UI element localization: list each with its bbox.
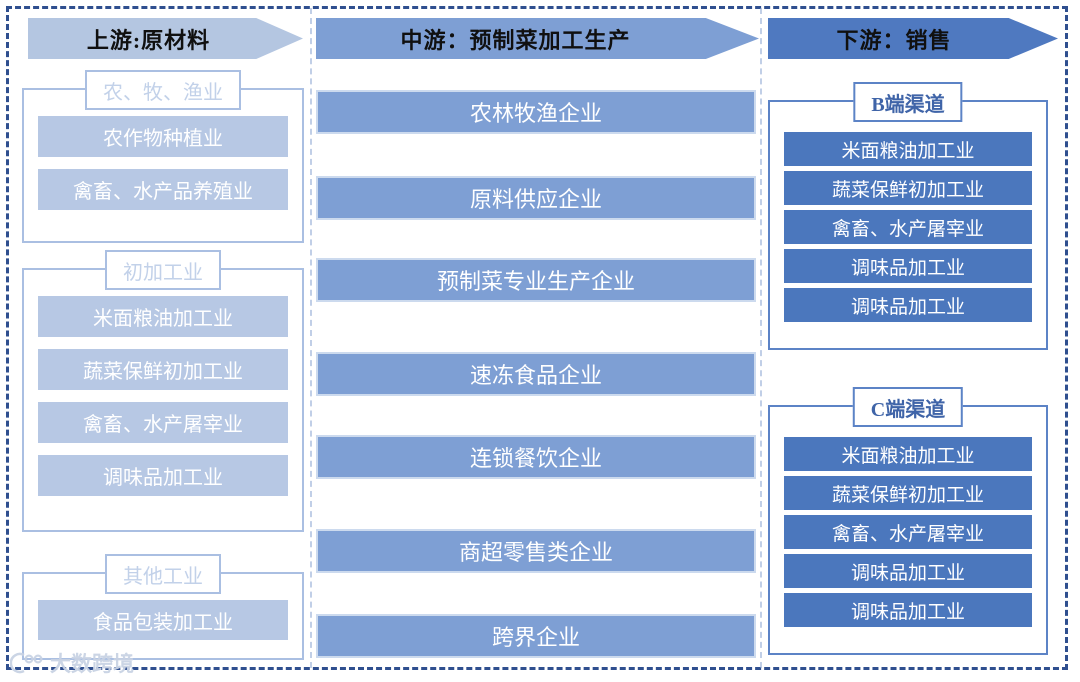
- group-c-channel: C端渠道 米面粮油加工业 蔬菜保鲜初加工业 禽畜、水产屠宰业 调味品加工业 调味…: [768, 387, 1048, 655]
- downstream-item[interactable]: 调味品加工业: [784, 288, 1032, 322]
- downstream-item[interactable]: 调味品加工业: [784, 249, 1032, 283]
- downstream-item[interactable]: 调味品加工业: [784, 554, 1032, 588]
- downstream-item[interactable]: 米面粮油加工业: [784, 437, 1032, 471]
- downstream-item[interactable]: 调味品加工业: [784, 593, 1032, 627]
- upstream-item[interactable]: 蔬菜保鲜初加工业: [38, 349, 288, 390]
- header-upstream: 上游:原材料: [28, 18, 303, 59]
- upstream-item[interactable]: 调味品加工业: [38, 455, 288, 496]
- midstream-item[interactable]: 预制菜专业生产企业: [316, 258, 756, 302]
- group-b-channel: B端渠道 米面粮油加工业 蔬菜保鲜初加工业 禽畜、水产屠宰业 调味品加工业 调味…: [768, 82, 1048, 350]
- midstream-item[interactable]: 原料供应企业: [316, 176, 756, 220]
- upstream-item[interactable]: 农作物种植业: [38, 116, 288, 157]
- header-downstream-label: 下游：销售: [836, 27, 952, 53]
- group-agriculture: 农、牧、渔业 农作物种植业 禽畜、水产品养殖业: [22, 70, 304, 243]
- column-divider-upstream-midstream: [310, 8, 312, 668]
- group-other-industry: 其他工业 食品包装加工业: [22, 554, 304, 660]
- midstream-item[interactable]: 农林牧渔企业: [316, 90, 756, 134]
- column-divider-midstream-downstream: [760, 8, 762, 668]
- watermark-text: 大数跨境: [50, 653, 134, 676]
- downstream-item[interactable]: 蔬菜保鲜初加工业: [784, 476, 1032, 510]
- header-downstream: 下游：销售: [768, 18, 1058, 59]
- upstream-item[interactable]: 禽畜、水产品养殖业: [38, 169, 288, 210]
- downstream-item[interactable]: 蔬菜保鲜初加工业: [784, 171, 1032, 205]
- midstream-item[interactable]: 商超零售类企业: [316, 529, 756, 573]
- upstream-item[interactable]: 食品包装加工业: [38, 600, 288, 640]
- header-midstream: 中游：预制菜加工生产: [316, 18, 759, 59]
- header-midstream-label: 中游：预制菜加工生产: [400, 27, 631, 53]
- upstream-item[interactable]: 米面粮油加工业: [38, 296, 288, 337]
- header-upstream-label: 上游:原材料: [86, 27, 211, 53]
- group-primary-processing: 初加工业 米面粮油加工业 蔬菜保鲜初加工业 禽畜、水产屠宰业 调味品加工业: [22, 250, 304, 532]
- upstream-item[interactable]: 禽畜、水产屠宰业: [38, 402, 288, 443]
- downstream-item[interactable]: 米面粮油加工业: [784, 132, 1032, 166]
- group-agriculture-title: 农、牧、渔业: [85, 70, 241, 110]
- watermark: 大数跨境: [10, 648, 134, 678]
- group-other-industry-title: 其他工业: [105, 554, 221, 594]
- group-c-channel-title: C端渠道: [852, 387, 964, 427]
- watermark-logo-icon: [10, 652, 43, 674]
- midstream-item[interactable]: 速冻食品企业: [316, 352, 756, 396]
- downstream-item[interactable]: 禽畜、水产屠宰业: [784, 515, 1032, 549]
- downstream-item[interactable]: 禽畜、水产屠宰业: [784, 210, 1032, 244]
- midstream-item[interactable]: 连锁餐饮企业: [316, 435, 756, 479]
- midstream-item[interactable]: 跨界企业: [316, 614, 756, 658]
- group-primary-processing-title: 初加工业: [105, 250, 221, 290]
- group-b-channel-title: B端渠道: [853, 82, 963, 122]
